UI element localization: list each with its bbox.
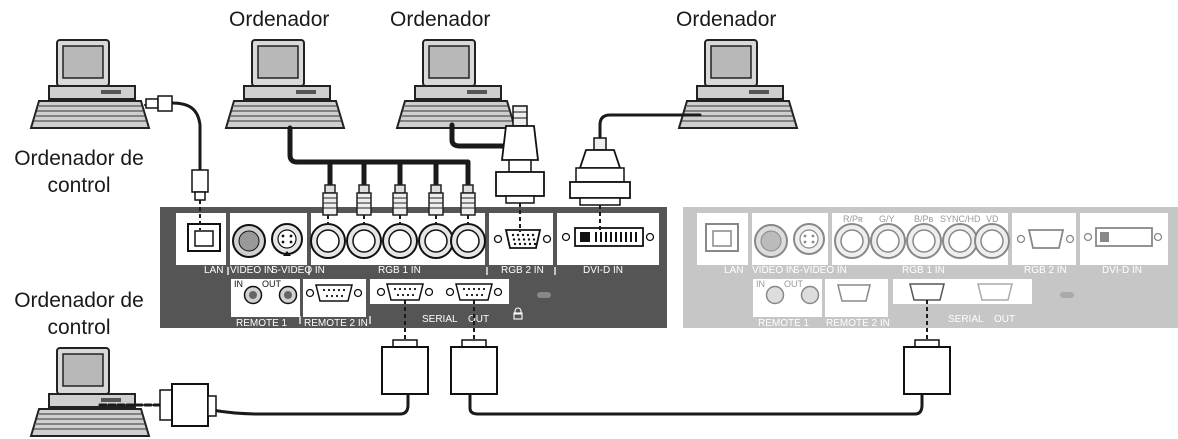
computer-icon-1 bbox=[225, 39, 345, 129]
remote1-label-a: REMOTE 1 bbox=[236, 318, 288, 329]
remote1-label-b: REMOTE 1 bbox=[758, 318, 810, 329]
computer-icon-bottom-left bbox=[30, 347, 150, 437]
bnc-plug-5 bbox=[460, 184, 476, 216]
serial-adapter-out bbox=[450, 339, 498, 395]
lan-plug-top bbox=[145, 95, 173, 112]
dvi-in-label-b: DVI-D IN bbox=[1102, 265, 1142, 276]
control-computer-label-bottom-line1: Ordenador de bbox=[14, 289, 144, 312]
serial-label-b: SERIAL bbox=[948, 314, 984, 325]
connection-dashes bbox=[199, 200, 928, 340]
control-computer-label-top-line1: Ordenador de bbox=[14, 147, 144, 170]
computer-label-1: Ordenador bbox=[229, 8, 330, 31]
remote-in-label-a: IN bbox=[234, 279, 243, 289]
s-video-in-label-b: S-VIDEO IN bbox=[793, 265, 847, 276]
control-computer-label-bottom-line2: control bbox=[47, 316, 111, 339]
cables bbox=[98, 101, 924, 416]
remote2-in-label-a: REMOTE 2 IN bbox=[304, 318, 368, 329]
lan-plug-panel bbox=[191, 169, 209, 201]
projector-panel-inactive bbox=[683, 207, 1178, 328]
control-computer-label-top: Ordenador de control bbox=[4, 145, 154, 199]
control-computer-label-top-line2: control bbox=[47, 174, 111, 197]
serial-adapter-in bbox=[381, 339, 429, 395]
rgb2-in-label-b: RGB 2 IN bbox=[1024, 265, 1067, 276]
computer-label-3: Ordenador bbox=[676, 8, 777, 31]
control-computer-label-bottom: Ordenador de control bbox=[4, 287, 154, 341]
remote-in-label-b: IN bbox=[756, 279, 765, 289]
bnc-label-b-5: VD bbox=[986, 214, 999, 224]
video-in-label-b: VIDEO IN bbox=[752, 265, 796, 276]
dvi-in-label-a: DVI-D IN bbox=[583, 265, 623, 276]
serial-plug-control bbox=[159, 383, 217, 427]
bnc-label-a-4: SYNC/HD bbox=[411, 214, 456, 225]
serial-label-a: SERIAL bbox=[422, 314, 458, 325]
bnc-plug-4 bbox=[428, 184, 444, 216]
serial-out-label-b: OUT bbox=[994, 314, 1015, 325]
remote-out-label-b: OUT bbox=[784, 279, 804, 289]
bnc-plug-2 bbox=[356, 184, 372, 216]
bnc-label-b-4: SYNC/HD bbox=[940, 214, 981, 224]
computer-label-2: Ordenador bbox=[390, 8, 491, 31]
rgb1-in-label-b: RGB 1 IN bbox=[902, 265, 945, 276]
remote2-in-label-b: REMOTE 2 IN bbox=[826, 318, 890, 329]
bnc-plug-3 bbox=[392, 184, 408, 216]
serial-adapter-projector-b bbox=[903, 339, 951, 395]
bnc-plug-1 bbox=[322, 184, 338, 216]
rgb2-in-label-a: RGB 2 IN bbox=[501, 265, 544, 276]
s-video-in-label-a: S-VIDEO IN bbox=[271, 265, 325, 276]
computer-icon-top-left bbox=[30, 39, 150, 129]
rgb1-in-label-a: RGB 1 IN bbox=[378, 265, 421, 276]
bnc-label-a-1: R/Pʀ bbox=[341, 214, 364, 225]
serial-out-label-a: OUT bbox=[468, 314, 489, 325]
bnc-label-b-3: B/Pʙ bbox=[914, 214, 934, 224]
bnc-label-b-2: G/Y bbox=[879, 214, 895, 224]
dvi-plug bbox=[569, 137, 631, 206]
lan-label-a: LAN bbox=[204, 265, 223, 276]
remote-out-label-a: OUT bbox=[262, 279, 282, 289]
projector-panel-active bbox=[160, 207, 667, 328]
video-in-label-a: VIDEO IN bbox=[230, 265, 274, 276]
bnc-label-b-1: R/Pʀ bbox=[843, 214, 863, 224]
computer-icon-2 bbox=[396, 39, 516, 129]
lan-label-b: LAN bbox=[724, 265, 743, 276]
